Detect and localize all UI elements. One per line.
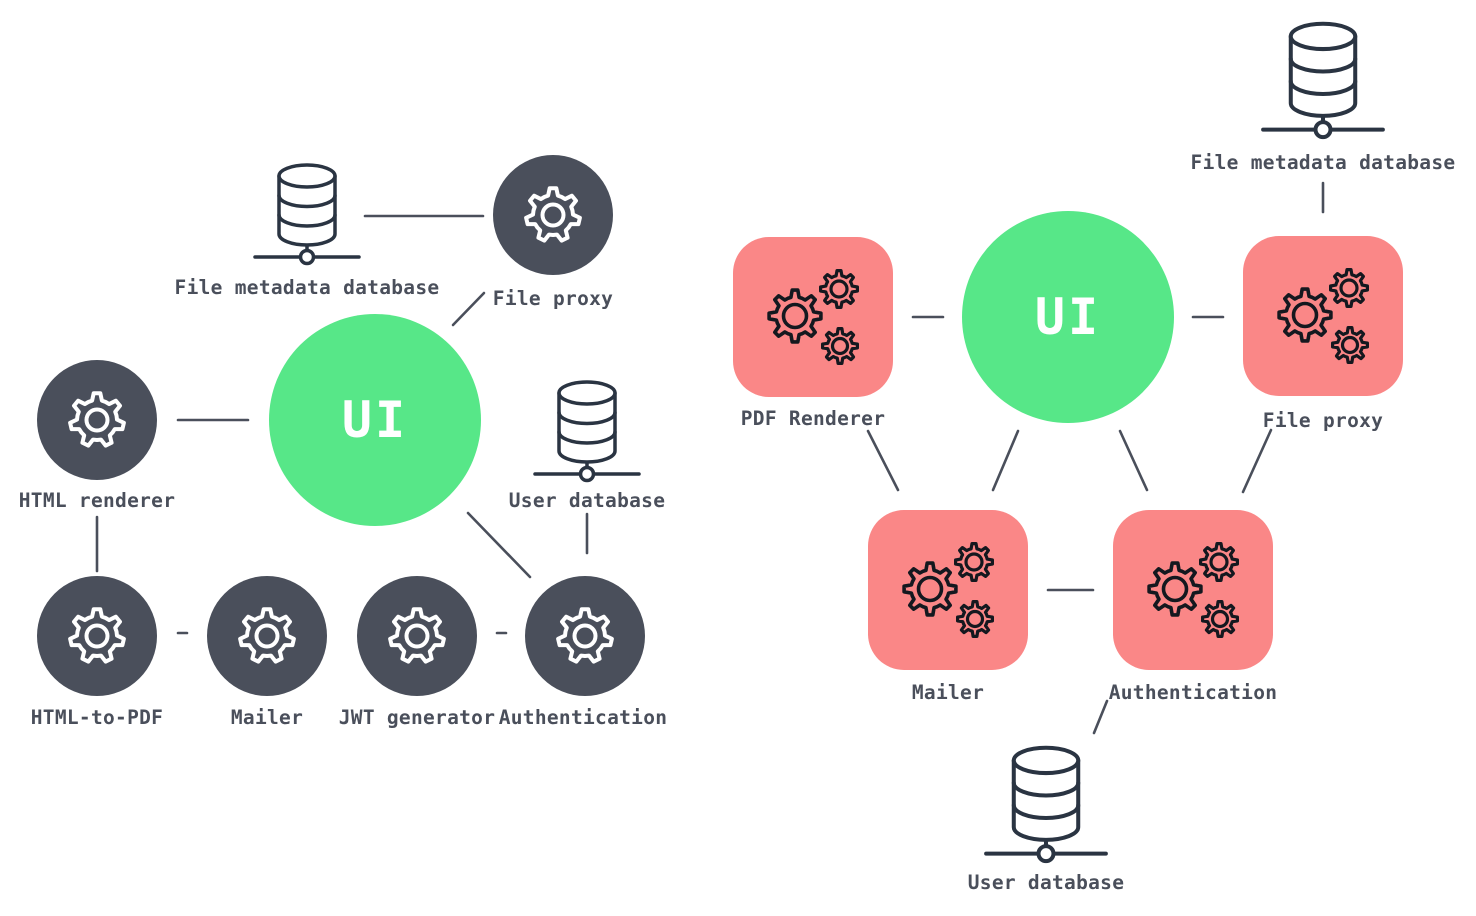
user-database-label: User database: [967, 871, 1125, 894]
gears-icon: [767, 269, 859, 365]
connector-pdfrenderer-mailer2: [866, 429, 900, 492]
node-file-proxy[interactable]: [1243, 236, 1403, 396]
gears-icon: [1277, 268, 1369, 364]
jwt-generator-label: JWT generator: [338, 706, 496, 729]
pdf-renderer-label: PDF Renderer: [740, 407, 886, 430]
ui-label: UI: [341, 391, 409, 449]
authentication-label: Authentication: [1108, 681, 1278, 704]
html-renderer-label: HTML renderer: [18, 489, 176, 512]
gear-icon: [556, 607, 614, 664]
database-icon[interactable]: [529, 377, 645, 483]
node-mailer[interactable]: [207, 576, 327, 696]
database-icon[interactable]: [249, 160, 365, 266]
file-proxy-label: File proxy: [492, 287, 614, 310]
connector-authentication2-userdb2: [1092, 699, 1109, 735]
connector-ui2-authentication2: [1118, 429, 1149, 492]
connector-ui2-mailer2: [991, 429, 1020, 492]
database-icon[interactable]: [1256, 18, 1390, 140]
node-authentication[interactable]: [525, 576, 645, 696]
file-metadata-database-label: File metadata database: [174, 276, 440, 299]
node-mailer[interactable]: [868, 510, 1028, 670]
connector-fileproxy2-authentication2: [1241, 428, 1273, 494]
database-icon[interactable]: [979, 742, 1113, 864]
gear-icon: [68, 391, 126, 448]
mailer-label: Mailer: [911, 681, 985, 704]
node-html-renderer[interactable]: [37, 360, 157, 480]
ui-label: UI: [1034, 288, 1102, 346]
gears-icon: [902, 542, 994, 638]
node-ui[interactable]: UI: [962, 211, 1174, 423]
connector-ui-fileproxy: [451, 291, 486, 327]
user-database-label: User database: [508, 489, 666, 512]
gear-icon: [68, 607, 126, 664]
html-to-pdf-label: HTML-to-PDF: [30, 706, 164, 729]
file-proxy-label: File proxy: [1262, 409, 1384, 432]
authentication-label: Authentication: [498, 706, 668, 729]
gears-icon: [1147, 542, 1239, 638]
node-pdf-renderer[interactable]: [733, 237, 893, 397]
node-file-proxy[interactable]: [493, 155, 613, 275]
node-jwt-generator[interactable]: [357, 576, 477, 696]
file-metadata-database-label: File metadata database: [1190, 151, 1456, 174]
gear-icon: [524, 186, 582, 243]
connector-ui-authentication: [466, 511, 532, 579]
node-html-to-pdf[interactable]: [37, 576, 157, 696]
gear-icon: [238, 607, 296, 664]
gear-icon: [388, 607, 446, 664]
mailer-label: Mailer: [230, 706, 304, 729]
node-authentication[interactable]: [1113, 510, 1273, 670]
node-ui[interactable]: UI: [269, 314, 481, 526]
